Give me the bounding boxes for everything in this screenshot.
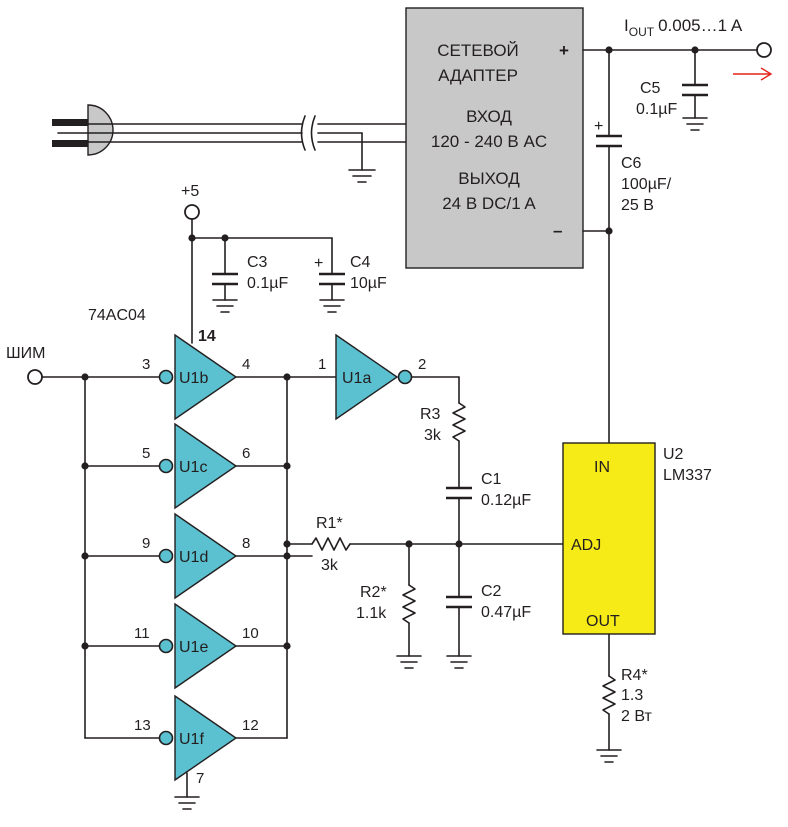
gate-u1a: U1a 1 2 [318,333,426,421]
gate-u1d: U1d 9 8 [142,512,250,600]
gate-u1e-label: U1e [179,639,208,656]
gate-u1c-out-pin: 6 [242,445,250,462]
supply-terminal [184,204,200,220]
gate-u1b: U1b 3 4 [142,333,250,421]
r2-value: 1.1k [356,605,387,622]
gate-u1e-out-pin: 10 [242,625,259,642]
r3-ref: R3 [420,406,441,423]
r4-ref: R4* [621,667,648,684]
gate-u1d-in-pin: 9 [142,535,150,552]
output-terminal [756,42,772,58]
mains-plug [52,104,114,156]
gate-u1a-out-pin: 2 [418,356,426,373]
adapter-input-title: ВХОД [466,107,512,126]
ic-vcc-pin: 14 [198,328,216,345]
gate-u1d-label: U1d [179,549,208,566]
capacitor-c5: C5 0.1µF [636,49,708,131]
regulator-u2: IN ADJ OUT U2 LM337 [562,442,712,635]
regulator-ref: U2 [663,446,684,463]
adapter-output-value: 24 В DC/1 A [442,194,536,213]
c1-value: 0.12µF [481,492,531,509]
gate-u1e-in-pin: 11 [134,625,150,642]
regulator-part: LM337 [663,467,712,484]
output-bus [235,373,337,739]
r1-value: 3k [321,557,339,574]
c4-value: 10µF [350,275,387,292]
adapter-output-title: ВЫХОД [458,169,520,188]
capacitor-c1: C1 0.12µF [446,471,531,545]
output-direction-arrow [733,67,773,81]
adapter-plus-sign: + [559,41,569,60]
gate-u1e: U1e 11 10 [134,602,259,690]
gate-u1f: U1f 13 12 [134,694,259,782]
supply-label: +5 [181,183,199,200]
resistor-r2: R2* 1.1k [356,543,422,669]
c5-ref: C5 [640,80,661,97]
c5-value: 0.1µF [636,101,677,118]
c6-voltage: 25 В [621,197,654,214]
gate-u1f-in-pin: 13 [134,717,151,734]
r4-value: 1.3 [621,687,643,704]
resistor-r1: R1* 3k [283,515,564,574]
r1-ref: R1* [316,515,343,532]
c6-ref: C6 [621,155,642,172]
c6-value: 100µF/ [621,176,672,193]
capacitor-c3: C3 0.1µF [212,237,288,313]
pwm-input: ШИМ [6,345,161,385]
c6-polarity: + [594,118,603,135]
c2-ref: C2 [481,583,502,600]
regulator-out-pin: OUT [586,613,620,630]
r2-ref: R2* [360,584,387,601]
pwm-label: ШИМ [6,345,46,362]
gate-u1c: U1c 5 6 [142,422,250,510]
c4-polarity: + [314,255,323,272]
resistor-r4: R4* 1.3 2 Вт [596,633,652,763]
adapter-title-line1: СЕТЕВОЙ [437,41,519,60]
ic-part-number: 74AC04 [88,307,146,324]
regulator-adj-pin: ADJ [571,537,601,554]
gate-u1f-out-pin: 12 [242,717,259,734]
c3-ref: C3 [247,254,268,271]
adapter-title-line2: АДАПТЕР [438,66,518,85]
ic-ground: 7 [174,770,204,810]
r3-value: 3k [424,427,442,444]
resistor-r3: R3 3k [411,376,466,488]
gate-u1b-label: U1b [179,370,208,387]
adapter-input-value: 120 - 240 В AC [431,132,547,151]
c3-value: 0.1µF [247,275,288,292]
gate-u1c-label: U1c [179,459,207,476]
gate-u1a-in-pin: 1 [318,356,326,373]
capacitor-c2: C2 0.47µF [446,543,531,669]
capacitor-c4: + C4 10µF [314,237,387,313]
ic-gnd-pin: 7 [196,770,204,787]
adapter-minus-sign: – [553,221,562,240]
regulator-in-pin: IN [594,459,610,476]
r4-power: 2 Вт [621,708,652,725]
input-bus [81,373,161,739]
mains-adapter: СЕТЕВОЙ АДАПТЕР ВХОД 120 - 240 В AC ВЫХО… [405,7,584,269]
gate-u1f-label: U1f [179,731,204,748]
gate-u1d-out-pin: 8 [242,535,250,552]
capacitor-c6: + C6 100µF/ 25 В [594,49,672,444]
c4-ref: C4 [350,254,371,271]
gate-u1c-in-pin: 5 [142,445,150,462]
supply-plus5: +5 [181,183,333,344]
pwm-terminal [27,369,43,385]
gate-u1a-label: U1a [342,370,371,387]
c2-value: 0.47µF [481,604,531,621]
gate-u1b-in-pin: 3 [142,356,150,373]
mains-cable [87,115,407,183]
c1-ref: C1 [481,471,502,488]
gate-u1b-out-pin: 4 [242,356,250,373]
